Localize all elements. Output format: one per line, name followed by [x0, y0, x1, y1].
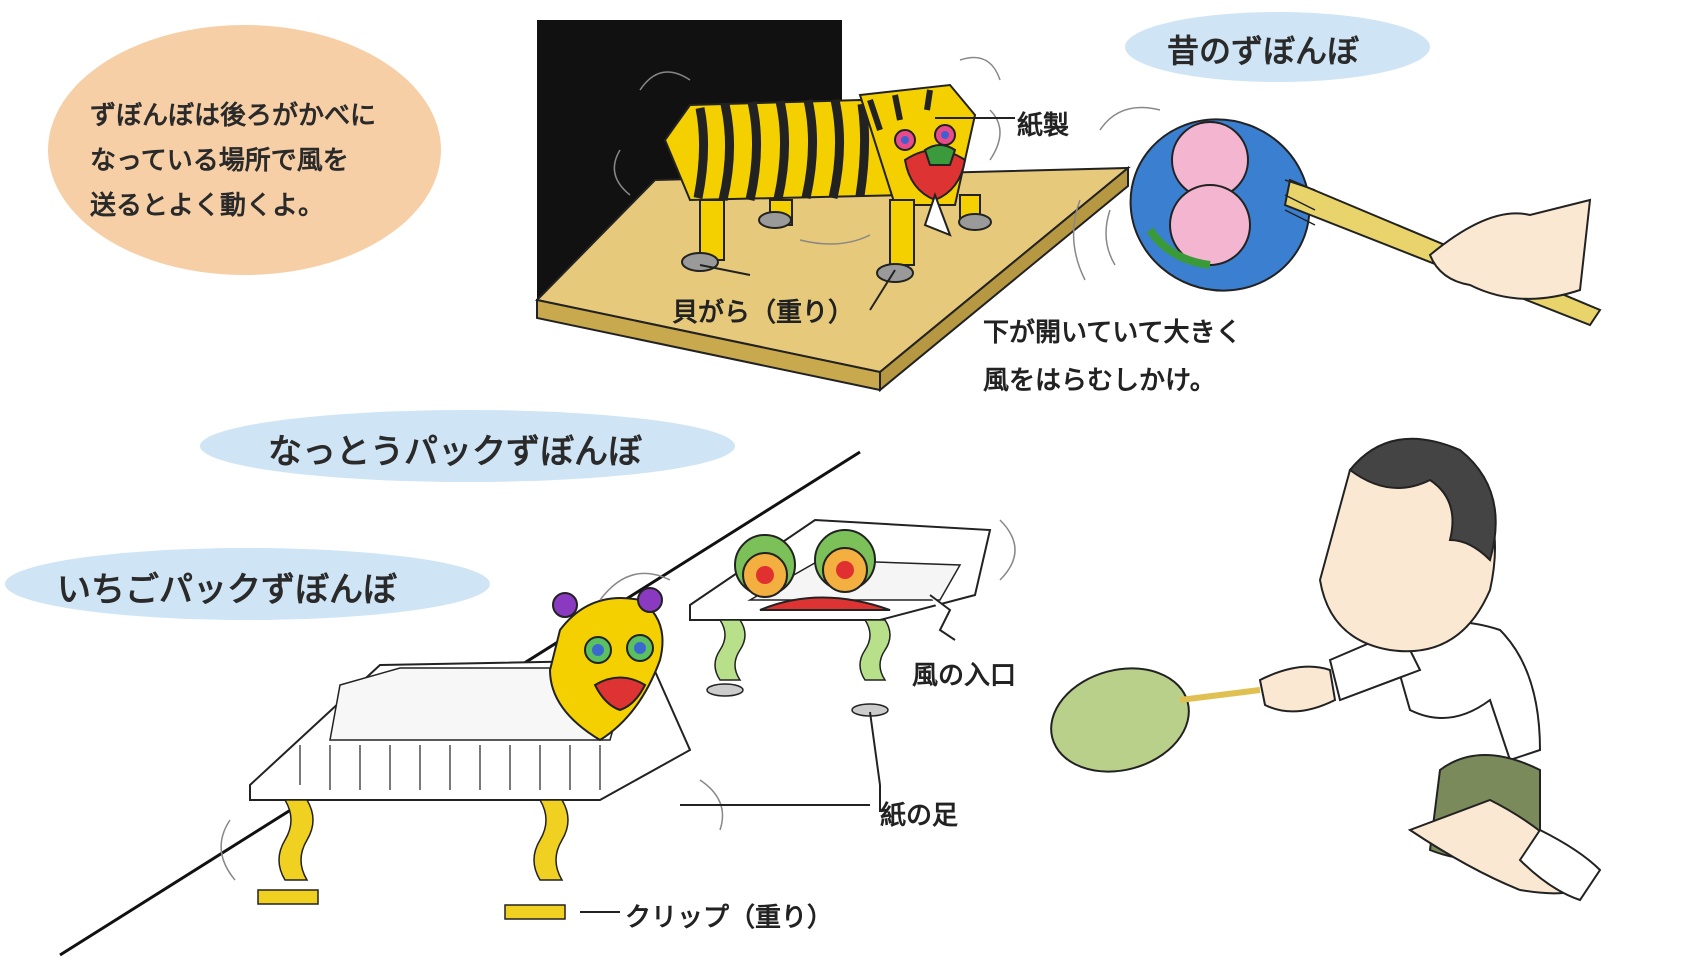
tiger-paper-toy-icon — [613, 56, 1001, 283]
intro-line-2: なっている場所で風を — [90, 146, 349, 176]
boy-figure-icon — [1050, 437, 1602, 902]
label-paper-legs: 紙の足 — [880, 801, 959, 831]
intro-line-1: ずぼんぼは後ろがかべに — [90, 101, 377, 131]
label-wind-inlet: 風の入口 — [912, 661, 1017, 691]
strawberry-pack-toy-icon — [220, 519, 1016, 920]
title-old: 昔のずぼんぼ — [1167, 32, 1360, 70]
label-paper-made: 紙製 — [1017, 111, 1070, 141]
title-strawberry: いちごパックずぼんぼ — [57, 570, 397, 610]
natto-pack-toy-icon — [689, 518, 992, 717]
label-shell-weight: 貝がら（重り） — [672, 298, 855, 328]
pointer-line — [869, 711, 881, 786]
pointer-line — [699, 264, 751, 276]
title-natto: なっとうパックずぼんぼ — [268, 432, 642, 472]
title-old-bubble: 昔のずぼんぼ — [1125, 12, 1430, 82]
label-open-bottom-1: 下が開いていて大きく — [983, 318, 1242, 348]
title-natto-bubble: なっとうパックずぼんぼ — [200, 410, 735, 482]
intro-bubble: ずぼんぼは後ろがかべに なっている場所で風を 送るとよく動くよ。 — [48, 25, 441, 275]
intro-line-3: 送るとよく動くよ。 — [90, 191, 325, 221]
label-clip-weight: クリップ（重り） — [625, 903, 834, 933]
title-strawberry-bubble: いちごパックずぼんぼ — [5, 548, 490, 620]
round-fan-icon — [1072, 106, 1602, 327]
pointer-line — [869, 269, 896, 311]
label-open-bottom-2: 風をはらむしかけ。 — [983, 366, 1216, 396]
